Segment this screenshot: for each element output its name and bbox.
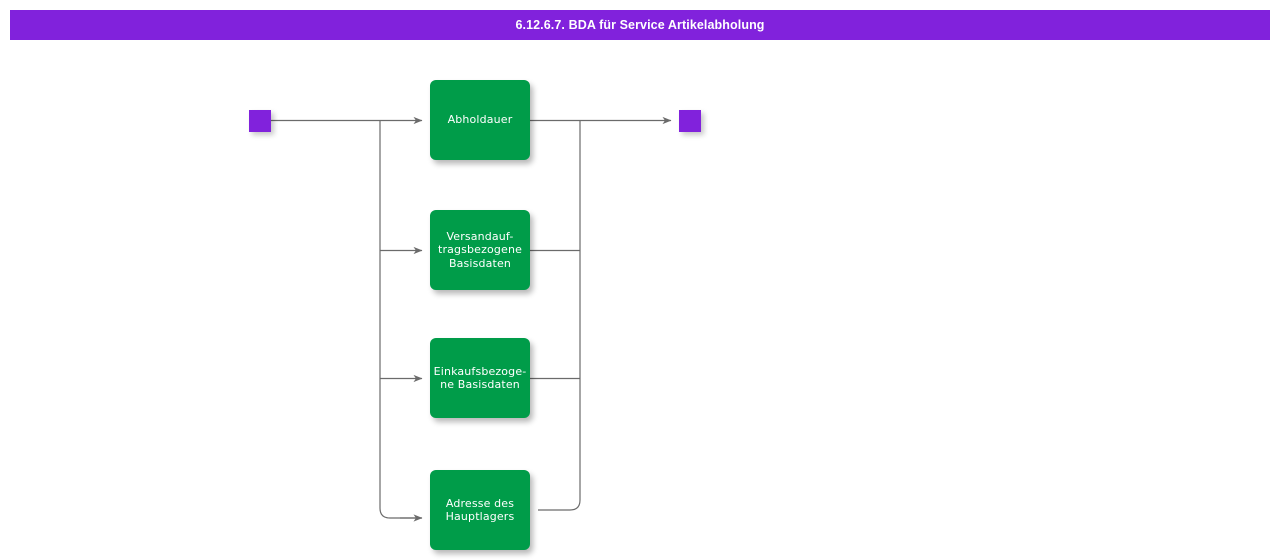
process-node-label: Versandauf- tragsbezogene Basisdaten (438, 229, 522, 270)
start-terminal-node[interactable] (249, 110, 271, 132)
flowchart-canvas: Abholdauer Versandauf- tragsbezogene Bas… (0, 40, 1280, 560)
process-node-abholdauer[interactable]: Abholdauer (430, 80, 530, 160)
edge-bus-left-to-node4 (379, 120, 422, 519)
title-bar: 6.12.6.7. BDA für Service Artikelabholun… (10, 10, 1270, 40)
process-node-adresse-des-hauptlagers[interactable]: Adresse des Hauptlagers (430, 470, 530, 550)
process-node-versandauftragsbezogene-basisdaten[interactable]: Versandauf- tragsbezogene Basisdaten (430, 210, 530, 290)
connector-layer (271, 116, 672, 522)
edge-bus-right-from-node4 (538, 120, 581, 511)
process-node-einkaufsbezogene-basisdaten[interactable]: Einkaufsbezoge- ne Basisdaten (430, 338, 530, 418)
end-terminal-node[interactable] (679, 110, 701, 132)
process-node-label: Adresse des Hauptlagers (445, 496, 515, 524)
process-node-label: Einkaufsbezoge- ne Basisdaten (433, 364, 527, 392)
process-node-label: Abholdauer (447, 113, 513, 127)
page-title: 6.12.6.7. BDA für Service Artikelabholun… (515, 18, 765, 32)
